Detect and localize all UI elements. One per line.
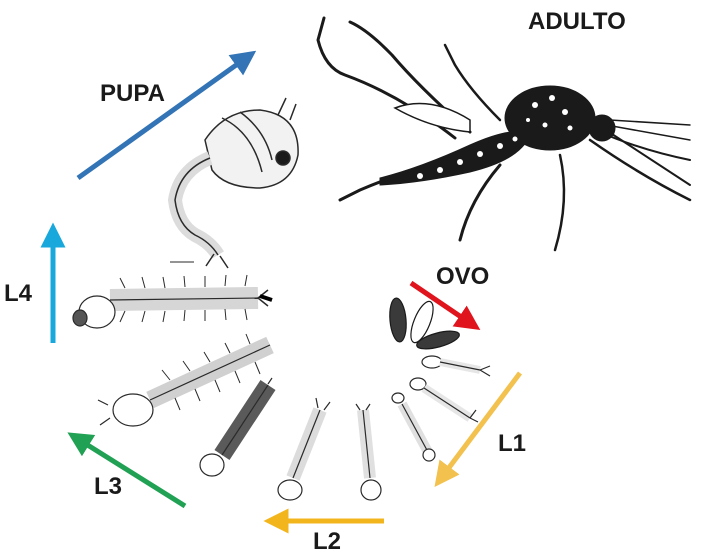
l1-larva-1-illustration bbox=[422, 356, 490, 376]
l3-label: L3 bbox=[94, 475, 122, 499]
l2-label: L2 bbox=[313, 530, 341, 554]
l1-larva-2-illustration bbox=[410, 378, 478, 422]
l1-arrow bbox=[442, 373, 520, 477]
l1-label: L1 bbox=[498, 432, 526, 456]
l3-larva-1-illustration bbox=[200, 378, 272, 476]
egg-cluster-illustration bbox=[388, 297, 461, 352]
pupa-label: PUPA bbox=[100, 82, 165, 106]
l2-larva-1-illustration bbox=[356, 404, 381, 500]
pupa-illustration bbox=[175, 98, 298, 268]
adult-label: ADULTO bbox=[528, 10, 626, 34]
l2-larva-2-illustration bbox=[278, 398, 330, 500]
egg-label: OVO bbox=[436, 265, 489, 289]
l4-larva-illustration bbox=[73, 290, 272, 328]
l4-label: L4 bbox=[4, 282, 32, 306]
adult-mosquito-illustration bbox=[318, 18, 690, 250]
l1-larva-3-illustration bbox=[392, 393, 435, 461]
